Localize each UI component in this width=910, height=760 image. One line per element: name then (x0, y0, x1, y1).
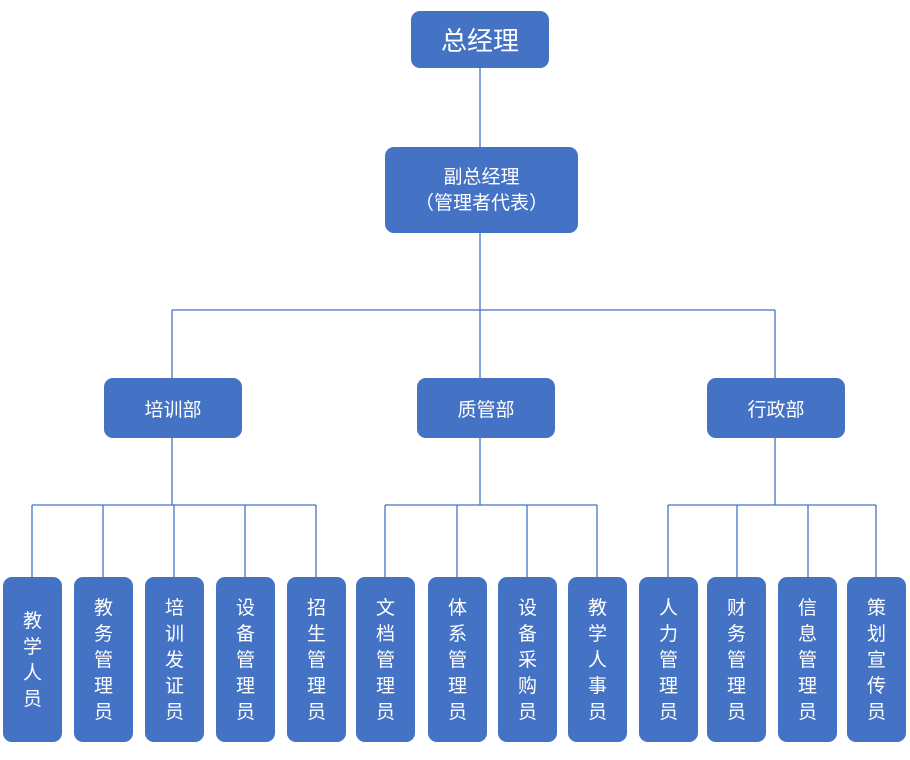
node-dept-admin-label: 行政部 (747, 398, 805, 421)
node-role: 教学人员 (3, 577, 62, 742)
node-role: 设备采购员 (498, 577, 557, 742)
node-role-label: 教学人事员 (587, 596, 607, 723)
node-dept-admin: 行政部 (707, 378, 845, 438)
node-general-manager-label: 总经理 (440, 27, 519, 57)
node-role: 财务管理员 (707, 577, 766, 742)
node-role: 教学人事员 (568, 577, 627, 742)
node-role-label: 体系管理员 (447, 596, 467, 723)
node-role-label: 培训发证员 (164, 596, 184, 723)
node-dept-training-label: 培训部 (144, 398, 202, 421)
node-general-manager: 总经理 (411, 11, 549, 68)
node-role-label: 设备管理员 (235, 596, 255, 723)
node-role-label: 招生管理员 (306, 596, 326, 723)
node-role-label: 设备采购员 (517, 596, 537, 723)
node-deputy-manager: 副总经理 （管理者代表） (385, 147, 578, 233)
node-dept-quality-label: 质管部 (457, 398, 515, 421)
node-role-label: 教学人员 (22, 609, 42, 710)
node-dept-training: 培训部 (104, 378, 242, 438)
node-role-label: 财务管理员 (726, 596, 746, 723)
node-role: 文档管理员 (356, 577, 415, 742)
node-deputy-line1: 副总经理 (443, 166, 520, 188)
node-role: 培训发证员 (145, 577, 204, 742)
node-role: 设备管理员 (216, 577, 275, 742)
node-role: 人力管理员 (639, 577, 698, 742)
node-role-label: 人力管理员 (658, 596, 678, 723)
node-role-label: 策划宣传员 (866, 596, 886, 723)
node-dept-quality: 质管部 (417, 378, 555, 438)
node-deputy-line2: （管理者代表） (414, 192, 548, 214)
node-role: 信息管理员 (778, 577, 837, 742)
node-role: 招生管理员 (287, 577, 346, 742)
node-role-label: 教务管理员 (93, 596, 113, 723)
node-role: 策划宣传员 (847, 577, 906, 742)
node-role: 体系管理员 (428, 577, 487, 742)
node-role-label: 文档管理员 (375, 596, 395, 723)
node-role-label: 信息管理员 (797, 596, 817, 723)
node-role: 教务管理员 (74, 577, 133, 742)
